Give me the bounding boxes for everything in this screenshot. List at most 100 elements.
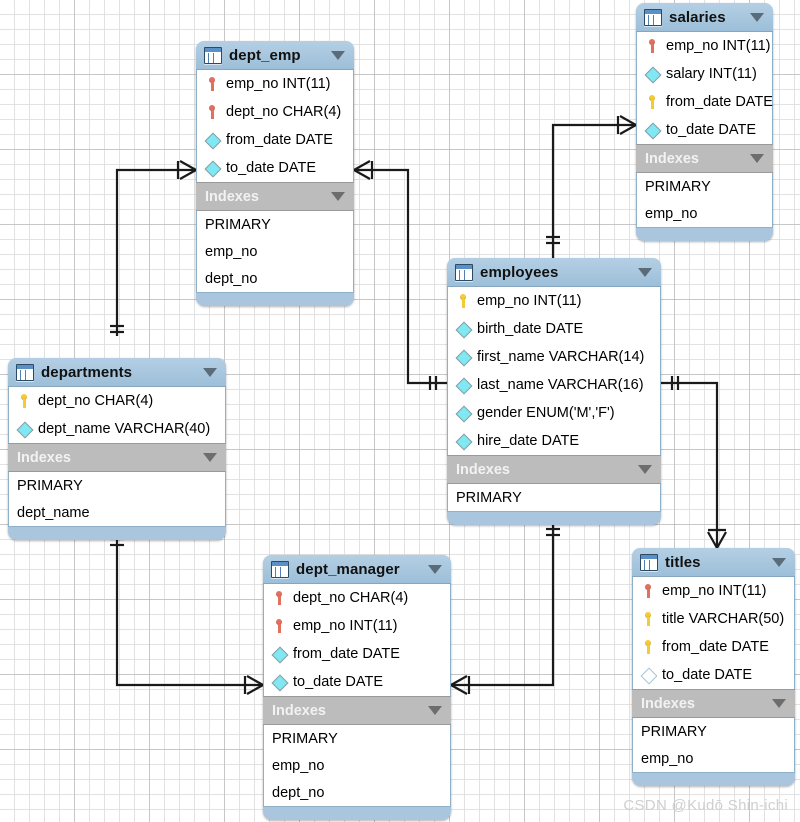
list-item[interactable]: PRIMARY — [272, 730, 338, 747]
column-label: emp_no INT(11) — [662, 583, 767, 599]
list-item[interactable]: emp_no — [645, 205, 698, 222]
column-list: emp_no INT(11) title VARCHAR(50) from_da… — [632, 577, 795, 689]
column-field-icon — [645, 122, 659, 138]
column-label: from_date DATE — [666, 94, 773, 110]
list-item[interactable]: dept_name — [17, 504, 90, 521]
foreign-key-icon — [641, 583, 655, 599]
chevron-down-icon[interactable] — [772, 557, 786, 567]
list-item[interactable]: PRIMARY — [17, 477, 83, 494]
column-field-icon — [456, 321, 470, 337]
list-item[interactable]: dept_no — [272, 784, 325, 801]
column-label: first_name VARCHAR(14) — [477, 349, 645, 365]
index-list: PRIMARY emp_no dept_no — [263, 725, 451, 807]
table-row[interactable]: emp_no INT(11) — [197, 70, 353, 98]
table-row[interactable]: from_date DATE — [264, 640, 450, 668]
chevron-down-icon[interactable] — [428, 706, 442, 715]
foreign-key-icon — [272, 618, 286, 634]
column-label: title VARCHAR(50) — [662, 611, 785, 627]
table-row[interactable]: dept_name VARCHAR(40) — [9, 415, 225, 443]
table-row[interactable]: first_name VARCHAR(14) — [448, 343, 660, 371]
table-card-dept_emp[interactable]: dept_emp emp_no INT(11) dept_no CHAR(4) … — [196, 41, 354, 306]
table-icon — [455, 263, 473, 281]
table-row[interactable]: from_date DATE — [197, 126, 353, 154]
table-row[interactable]: dept_no CHAR(4) — [264, 584, 450, 612]
column-label: to_date DATE — [662, 667, 753, 683]
table-row[interactable]: last_name VARCHAR(16) — [448, 371, 660, 399]
column-field-icon — [205, 132, 219, 148]
indexes-header[interactable]: Indexes — [196, 182, 354, 211]
chevron-down-icon[interactable] — [203, 453, 217, 462]
table-card-dept_manager[interactable]: dept_manager dept_no CHAR(4) emp_no INT(… — [263, 555, 451, 820]
table-row[interactable]: emp_no INT(11) — [637, 32, 772, 60]
table-header-dept_manager[interactable]: dept_manager — [263, 555, 451, 584]
table-header-departments[interactable]: departments — [8, 358, 226, 387]
column-field-icon — [641, 667, 655, 683]
table-card-employees[interactable]: employees emp_no INT(11) birth_date DATE… — [447, 258, 661, 525]
table-header-dept_emp[interactable]: dept_emp — [196, 41, 354, 70]
table-row[interactable]: emp_no INT(11) — [448, 287, 660, 315]
chevron-down-icon[interactable] — [331, 50, 345, 60]
table-icon — [640, 553, 658, 571]
column-label: last_name VARCHAR(16) — [477, 377, 644, 393]
chevron-down-icon[interactable] — [331, 192, 345, 201]
foreign-key-icon — [205, 104, 219, 120]
chevron-down-icon[interactable] — [750, 12, 764, 22]
table-row[interactable]: from_date DATE — [633, 633, 794, 661]
chevron-down-icon[interactable] — [428, 564, 442, 574]
table-row[interactable]: to_date DATE — [633, 661, 794, 689]
rel-departments-dept_manager — [115, 533, 263, 687]
chevron-down-icon[interactable] — [638, 465, 652, 474]
indexes-header[interactable]: Indexes — [447, 455, 661, 484]
column-field-icon — [456, 349, 470, 365]
indexes-header[interactable]: Indexes — [636, 144, 773, 173]
indexes-label: Indexes — [641, 695, 695, 712]
table-row[interactable]: birth_date DATE — [448, 315, 660, 343]
column-field-icon — [17, 421, 31, 437]
table-card-departments[interactable]: departments dept_no CHAR(4) dept_name VA… — [8, 358, 226, 540]
table-row[interactable]: to_date DATE — [264, 668, 450, 696]
list-item[interactable]: PRIMARY — [456, 489, 522, 506]
list-item[interactable]: emp_no — [205, 243, 258, 260]
list-item[interactable]: emp_no — [641, 750, 694, 767]
index-list: PRIMARY emp_no — [636, 173, 773, 228]
column-label: dept_no CHAR(4) — [293, 590, 409, 606]
table-row[interactable]: emp_no INT(11) — [264, 612, 450, 640]
table-row[interactable]: salary INT(11) — [637, 60, 772, 88]
list-item[interactable]: PRIMARY — [641, 723, 707, 740]
table-row[interactable]: title VARCHAR(50) — [633, 605, 794, 633]
table-row[interactable]: emp_no INT(11) — [633, 577, 794, 605]
table-header-employees[interactable]: employees — [447, 258, 661, 287]
column-label: from_date DATE — [662, 639, 769, 655]
column-label: emp_no INT(11) — [477, 293, 582, 309]
indexes-header[interactable]: Indexes — [263, 696, 451, 725]
chevron-down-icon[interactable] — [772, 699, 786, 708]
list-item[interactable]: dept_no — [205, 270, 258, 287]
index-list: PRIMARY — [447, 484, 661, 512]
list-item[interactable]: emp_no — [272, 757, 325, 774]
list-item[interactable]: PRIMARY — [645, 178, 711, 195]
table-header-salaries[interactable]: salaries — [636, 3, 773, 32]
indexes-header[interactable]: Indexes — [8, 443, 226, 472]
table-icon — [271, 560, 289, 578]
table-card-salaries[interactable]: salaries emp_no INT(11) salary INT(11) f… — [636, 3, 773, 241]
table-row[interactable]: hire_date DATE — [448, 427, 660, 455]
table-row[interactable]: gender ENUM('M','F') — [448, 399, 660, 427]
table-row[interactable]: dept_no CHAR(4) — [197, 98, 353, 126]
column-list: emp_no INT(11) birth_date DATE first_nam… — [447, 287, 661, 455]
table-title: titles — [665, 553, 701, 571]
chevron-down-icon[interactable] — [638, 267, 652, 277]
chevron-down-icon[interactable] — [750, 154, 764, 163]
table-row[interactable]: to_date DATE — [197, 154, 353, 182]
indexes-label: Indexes — [205, 188, 259, 205]
indexes-header[interactable]: Indexes — [632, 689, 795, 718]
column-label: emp_no INT(11) — [226, 76, 331, 92]
list-item[interactable]: PRIMARY — [205, 216, 271, 233]
chevron-down-icon[interactable] — [203, 367, 217, 377]
table-row[interactable]: to_date DATE — [637, 116, 772, 144]
rel-employees-titles — [661, 381, 719, 548]
table-row[interactable]: dept_no CHAR(4) — [9, 387, 225, 415]
primary-key-icon — [456, 293, 470, 309]
table-card-titles[interactable]: titles emp_no INT(11) title VARCHAR(50) … — [632, 548, 795, 786]
table-row[interactable]: from_date DATE — [637, 88, 773, 116]
table-header-titles[interactable]: titles — [632, 548, 795, 577]
